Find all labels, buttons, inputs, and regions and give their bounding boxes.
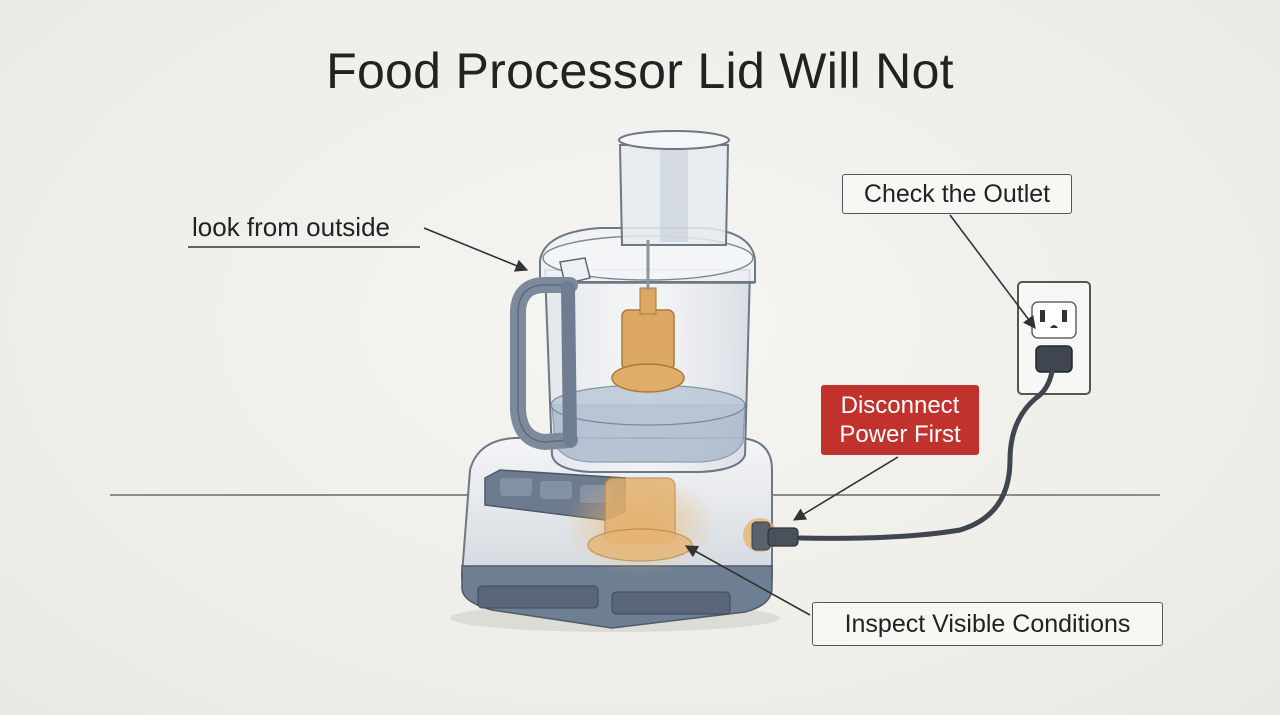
- callout-disconnect-power: Disconnect Power First: [821, 385, 979, 455]
- arrow-disconnect-power: [792, 456, 899, 521]
- power-plug-icon: [767, 345, 1073, 547]
- callout-disconnect-line1: Disconnect: [840, 392, 960, 419]
- callout-inspect-conditions: Inspect Visible Conditions: [812, 602, 1163, 646]
- callout-look-from-outside: look from outside: [192, 212, 390, 242]
- arrow-check-outlet: [949, 214, 1036, 330]
- wall-outlet-icon: [1017, 281, 1091, 395]
- callout-check-outlet: Check the Outlet: [842, 174, 1072, 214]
- arrow-look-outside: [423, 227, 529, 272]
- page-title: Food Processor Lid Will Not: [326, 43, 954, 99]
- callout-disconnect-line2: Power First: [839, 421, 961, 448]
- food-processor-illustration: [450, 130, 780, 632]
- arrow-inspect-conditions: [684, 545, 811, 616]
